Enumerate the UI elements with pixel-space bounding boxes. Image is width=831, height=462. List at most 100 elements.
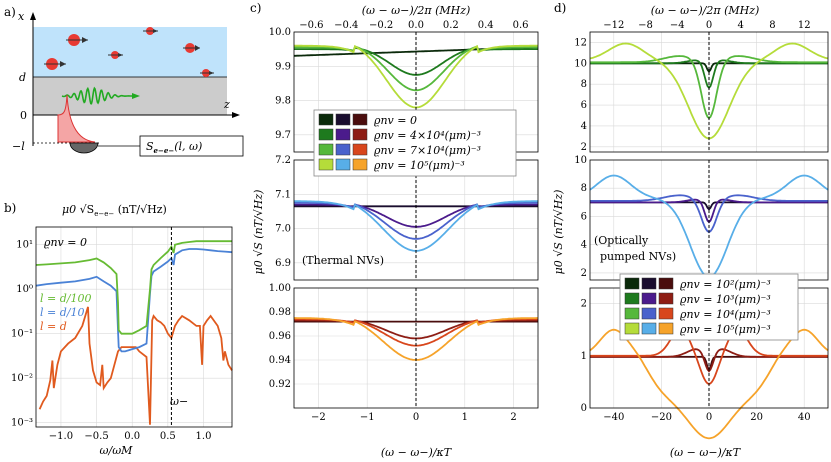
panel-c: c) (ω − ω−)/2π (MHz) 9.79.89.910.0−0.6−0…	[250, 1, 539, 459]
series-line	[589, 328, 829, 440]
legend-swatch	[335, 128, 351, 141]
y-tick-label: 10⁻²	[11, 373, 33, 384]
y-tick-label: 4	[581, 121, 587, 132]
panel-b-title: μ0 √Se−e− (nT/√Hz)	[62, 203, 167, 218]
y-tick-label: 2	[581, 299, 587, 310]
top-tick-label: −12	[603, 20, 624, 31]
panel-b-label: b)	[4, 201, 16, 215]
top-tick-label: −0.4	[334, 20, 358, 31]
legend-swatch	[624, 292, 640, 305]
top-tick-label: 8	[769, 20, 775, 31]
legend-swatch	[658, 307, 674, 320]
y-tick-label: 1.00	[269, 283, 291, 294]
y-tick-label: 10	[574, 155, 587, 166]
x-tick-label: 20	[750, 412, 763, 423]
legend-entry: ϱnv = 10⁴(μm)⁻³	[680, 308, 771, 321]
x-tick-label: 0	[706, 412, 712, 423]
optically-pumped-annotation-2: pumped NVs)	[600, 250, 676, 263]
legend-swatch	[318, 143, 334, 156]
legend-entry: l = d/100	[40, 292, 91, 305]
panel-a: a) x z d 0 −l Se−e−(l, ω)	[4, 5, 244, 157]
sensor-icon	[69, 142, 99, 154]
spin-icon	[44, 27, 214, 77]
legend-swatch	[318, 158, 334, 171]
y-tick-label: 8	[581, 183, 587, 194]
legend-swatch	[641, 277, 657, 290]
x-tick-label: 0	[413, 412, 419, 423]
y-tick-label: 12	[574, 37, 587, 48]
panel-c-ylabel: μ0 √S (nT/√Hz)	[252, 190, 265, 275]
plasma-region	[33, 27, 227, 77]
panel-b-xlabel: ω/ωM	[100, 444, 134, 457]
legend-swatch	[641, 322, 657, 335]
legend-swatch	[335, 143, 351, 156]
y-tick-label: 0	[581, 403, 587, 414]
legend-swatch	[658, 292, 674, 305]
y-tick-label: 10⁻³	[11, 418, 33, 429]
x-tick-label: 0.5	[160, 431, 176, 442]
y-tick-label: 9.7	[275, 130, 291, 141]
top-tick-label: 0.0	[408, 20, 424, 31]
panel-c-label: c)	[250, 1, 261, 15]
legend-swatch	[318, 113, 334, 126]
y-tick-label: 10⁰	[16, 284, 33, 295]
top-tick-label: −8	[638, 20, 653, 31]
sensor-label: Se−e−(l, ω)	[146, 140, 202, 155]
omega-minus-label: ω−	[170, 395, 188, 408]
legend-swatch	[352, 158, 368, 171]
y-tick-label: 8	[581, 79, 587, 90]
y-tick-label: 10¹	[16, 240, 33, 251]
sensor-label-box	[139, 135, 244, 157]
x-tick-label: −2	[311, 412, 326, 423]
panel-d-label: d)	[554, 1, 566, 15]
series-line	[590, 348, 828, 373]
panel-d-xlabel: (ω − ω−)/κT	[670, 446, 742, 459]
x-tick-label: −1	[360, 412, 375, 423]
legend-entry: ϱnv = 10⁵(μm)⁻³	[374, 159, 465, 172]
panel-d-top-xlabel: (ω − ω−)/2π (MHz)	[651, 4, 760, 17]
optically-pumped-annotation-1: (Optically	[594, 234, 649, 247]
legend-entry: ϱnv = 4×10⁴(μm)⁻³	[374, 129, 481, 142]
legend-swatch	[352, 143, 368, 156]
top-tick-label: −0.2	[369, 20, 393, 31]
legend-entry: ϱnv = 10²(μm)⁻³	[680, 278, 771, 291]
top-tick-label: 0	[706, 20, 712, 31]
subplot-frame	[293, 287, 539, 409]
y-tick-label: 9.8	[275, 96, 291, 107]
tick-l-label: −l	[12, 140, 25, 153]
legend-swatch	[624, 277, 640, 290]
top-tick-label: 12	[798, 20, 811, 31]
y-tick-label: 7.0	[275, 224, 291, 235]
x-tick-label: 40	[798, 412, 811, 423]
tick-zero-label: 0	[20, 109, 27, 122]
series-line	[35, 248, 233, 353]
panel-a-label: a)	[4, 5, 16, 19]
top-tick-label: 0.6	[513, 20, 529, 31]
y-tick-label: 6	[581, 100, 587, 111]
legend-swatch	[658, 322, 674, 335]
y-tick-label: 9.9	[275, 61, 291, 72]
series-line	[294, 45, 538, 92]
panel-d-ylabel: μ0 √S (nT/√Hz)	[552, 190, 565, 275]
series-line	[35, 240, 232, 335]
y-tick-label: 0.98	[269, 307, 291, 318]
panel-c-top-xlabel: (ω − ω−)/2π (MHz)	[362, 4, 471, 17]
y-tick-label: 2	[581, 142, 587, 153]
legend-entry: ϱnv = 0	[374, 114, 417, 127]
legend-entry: l = d/10	[40, 306, 84, 319]
y-tick-label: 7.2	[275, 155, 291, 166]
y-tick-label: 10.0	[269, 27, 291, 38]
legend-swatch	[352, 113, 368, 126]
legend-swatch	[641, 292, 657, 305]
legend-swatch	[624, 322, 640, 335]
subplot-frame	[589, 31, 829, 153]
legend-swatch	[318, 128, 334, 141]
panel-b-frame	[35, 226, 233, 428]
legend-swatch	[624, 307, 640, 320]
top-tick-label: 0.2	[443, 20, 459, 31]
top-tick-label: 4	[738, 20, 744, 31]
x-tick-label: −40	[603, 412, 624, 423]
legend-entry: l = d	[40, 320, 67, 333]
